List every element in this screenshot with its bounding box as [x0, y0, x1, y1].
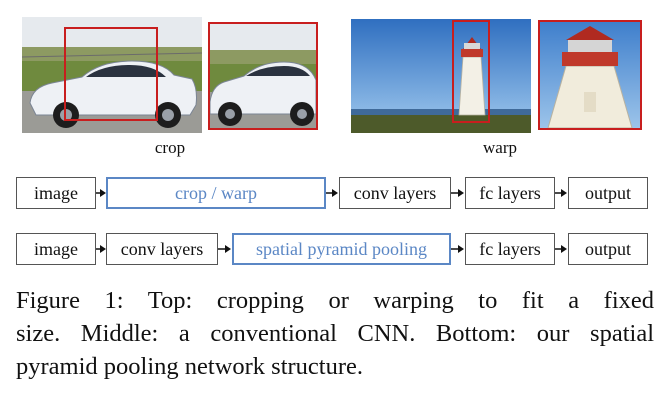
caption-line: pyramid pooling network structure. [16, 353, 364, 380]
arrow-icon [326, 188, 339, 198]
warp-output-frame [538, 20, 642, 130]
crop-region-frame [64, 27, 158, 121]
lighthouse-original-image [351, 19, 531, 133]
top-output-box: output [568, 177, 648, 209]
top-conv-layers-box: conv layers [339, 177, 451, 209]
crop-caption: crop [154, 138, 186, 157]
top-image-box: image [16, 177, 96, 209]
arrow-icon [555, 188, 568, 198]
warp-caption: warp [483, 138, 517, 157]
bottom-fc-layers-box: fc layers [465, 233, 555, 265]
bottom-image-box: image [16, 233, 96, 265]
crop-output-frame [208, 22, 318, 130]
bottom-output-box: output [568, 233, 648, 265]
arrow-icon [96, 244, 107, 254]
top-fc-layers-box: fc layers [465, 177, 555, 209]
bottom-spp-box: spatial pyramid pooling [232, 233, 451, 265]
caption-line: Figure 1: Top: cropping or warping to fi… [16, 287, 654, 314]
arrow-icon [96, 188, 107, 198]
car-cropped-image [210, 24, 316, 128]
arrow-icon [555, 244, 568, 254]
arrow-icon [218, 244, 232, 254]
caption-line: size. Middle: a conventional CNN. Bottom… [16, 320, 654, 347]
arrow-icon [451, 188, 465, 198]
arrow-icon [451, 244, 465, 254]
lighthouse-warped-image [540, 22, 640, 128]
figure-caption: Figure 1: Top: cropping or warping to fi… [16, 284, 654, 383]
warp-region-frame [452, 20, 490, 123]
bottom-conv-layers-box: conv layers [106, 233, 218, 265]
top-crop-warp-box: crop / warp [106, 177, 326, 209]
